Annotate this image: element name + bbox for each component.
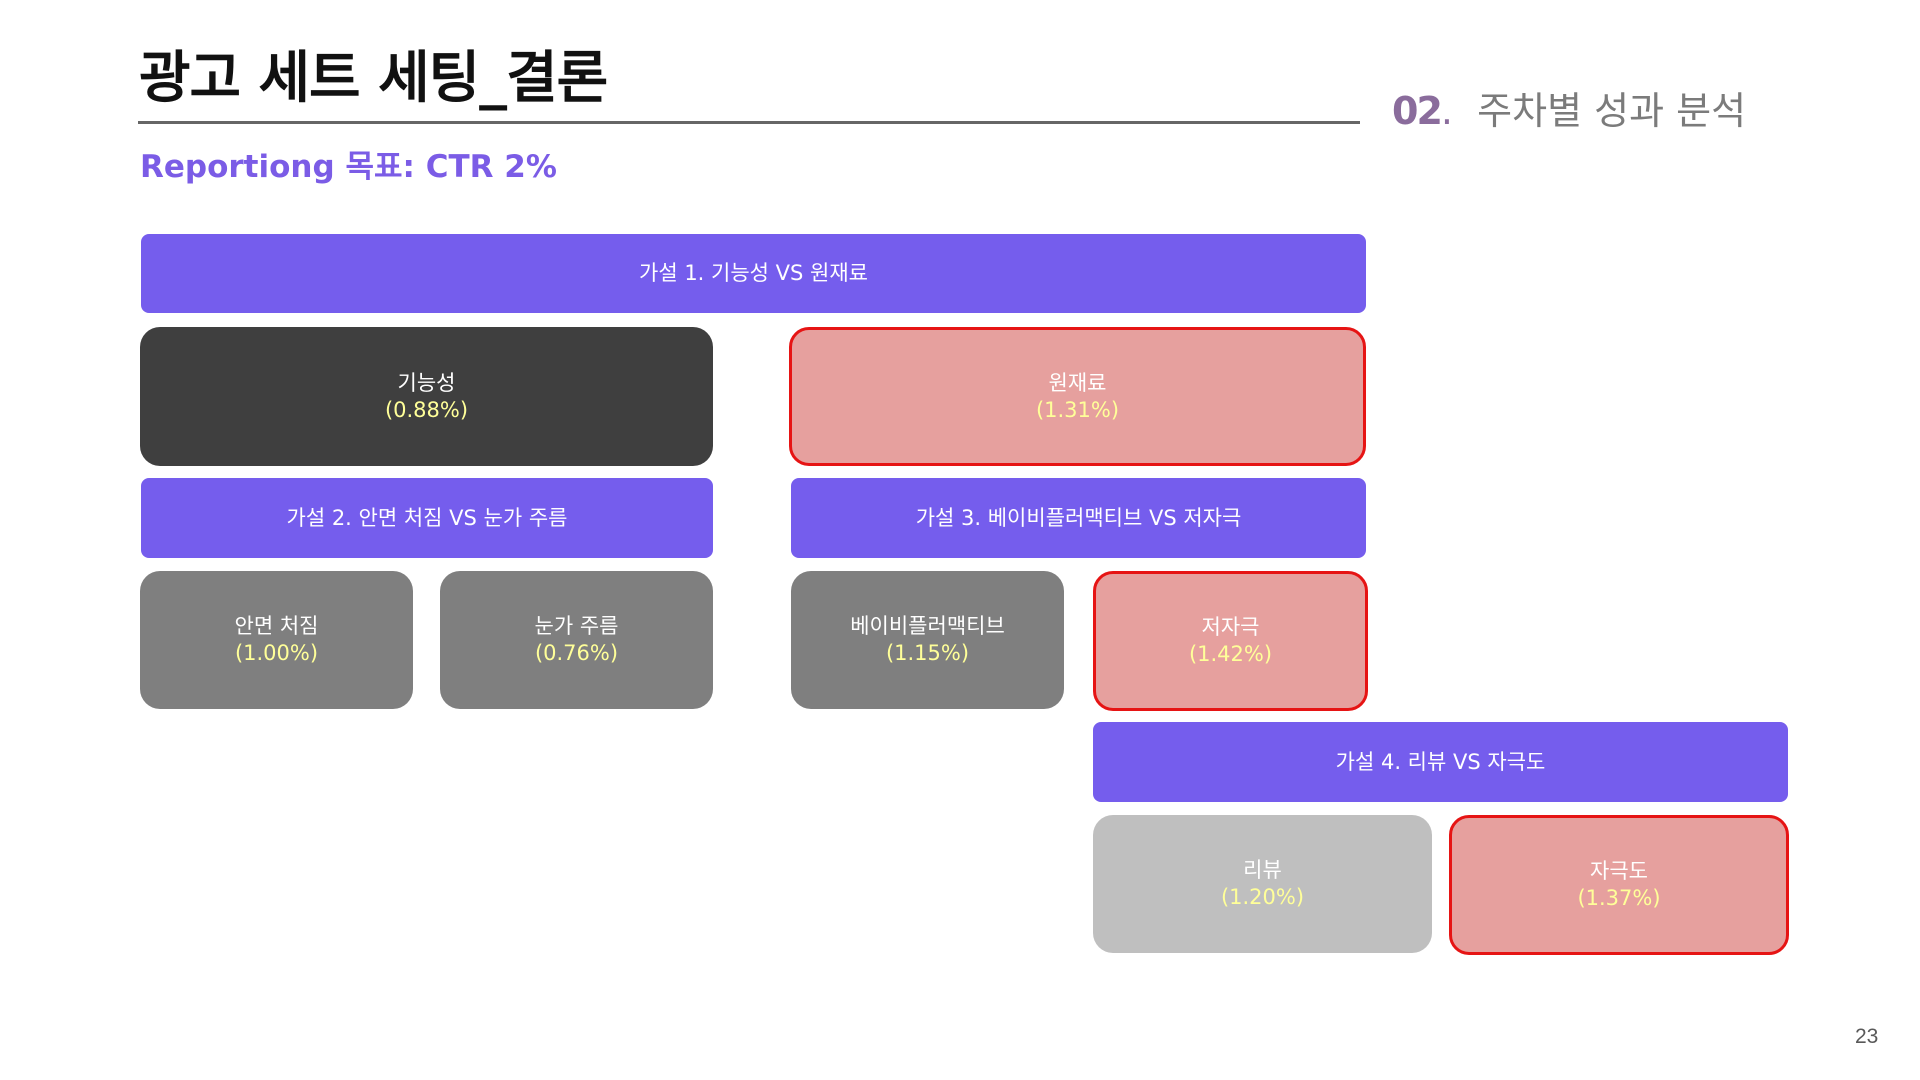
hypothesis-1-bar: 가설 1. 기능성 VS 원재료 [141, 234, 1366, 313]
option-name: 베이비플러맥티브 [850, 614, 1005, 638]
option-ctr: (1.20%) [1220, 885, 1305, 909]
page-number: 23 [1855, 1025, 1879, 1048]
hypothesis-1-label: 가설 1. 기능성 VS 원재료 [639, 261, 868, 285]
option-card-ingredient-winner: 원재료 (1.31%) [789, 327, 1366, 466]
section-heading: 02. 주차별 성과 분석 [1392, 80, 1746, 135]
option-ctr: (1.42%) [1188, 642, 1273, 666]
option-card-low-irritation-winner: 저자극 (1.42%) [1093, 571, 1368, 711]
hypothesis-2-bar: 가설 2. 안면 처짐 VS 눈가 주름 [141, 478, 713, 558]
option-name: 원재료 [1048, 370, 1107, 395]
option-card-babyplumactive: 베이비플러맥티브 (1.15%) [791, 571, 1064, 709]
option-name: 리뷰 [1243, 858, 1282, 882]
option-card-eye-wrinkles: 눈가 주름 (0.76%) [440, 571, 713, 709]
option-ctr: (0.76%) [534, 641, 619, 665]
option-card-facial-sagging: 안면 처짐 (1.00%) [140, 571, 413, 709]
option-name: 눈가 주름 [534, 614, 619, 638]
section-label: 주차별 성과 분석 [1477, 89, 1747, 133]
option-ctr: (1.15%) [885, 641, 970, 665]
title-divider [138, 121, 1360, 124]
section-dot: . [1440, 89, 1453, 133]
option-ctr: (1.37%) [1577, 886, 1661, 910]
hypothesis-2-label: 가설 2. 안면 처짐 VS 눈가 주름 [286, 505, 568, 530]
option-name: 저자극 [1201, 615, 1260, 639]
report-goal: Reportiong 목표: CTR 2% [140, 149, 557, 185]
option-name: 자극도 [1590, 859, 1648, 883]
option-card-functionality: 기능성 (0.88%) [140, 327, 713, 466]
option-ctr: (0.88%) [384, 397, 469, 422]
option-name: 기능성 [397, 370, 456, 395]
hypothesis-3-label: 가설 3. 베이비플러맥티브 VS 저자극 [915, 505, 1242, 530]
option-card-stimulation-winner: 자극도 (1.37%) [1449, 815, 1789, 955]
hypothesis-3-bar: 가설 3. 베이비플러맥티브 VS 저자극 [791, 478, 1366, 558]
page-title: 광고 세트 세팅_결론 [139, 46, 608, 111]
option-card-review: 리뷰 (1.20%) [1093, 815, 1432, 953]
section-number: 02 [1392, 89, 1443, 133]
option-ctr: (1.00%) [234, 641, 319, 665]
option-name: 안면 처짐 [234, 614, 319, 638]
hypothesis-4-label: 가설 4. 리뷰 VS 자극도 [1335, 749, 1546, 774]
hypothesis-4-bar: 가설 4. 리뷰 VS 자극도 [1093, 722, 1788, 802]
option-ctr: (1.31%) [1035, 397, 1120, 422]
